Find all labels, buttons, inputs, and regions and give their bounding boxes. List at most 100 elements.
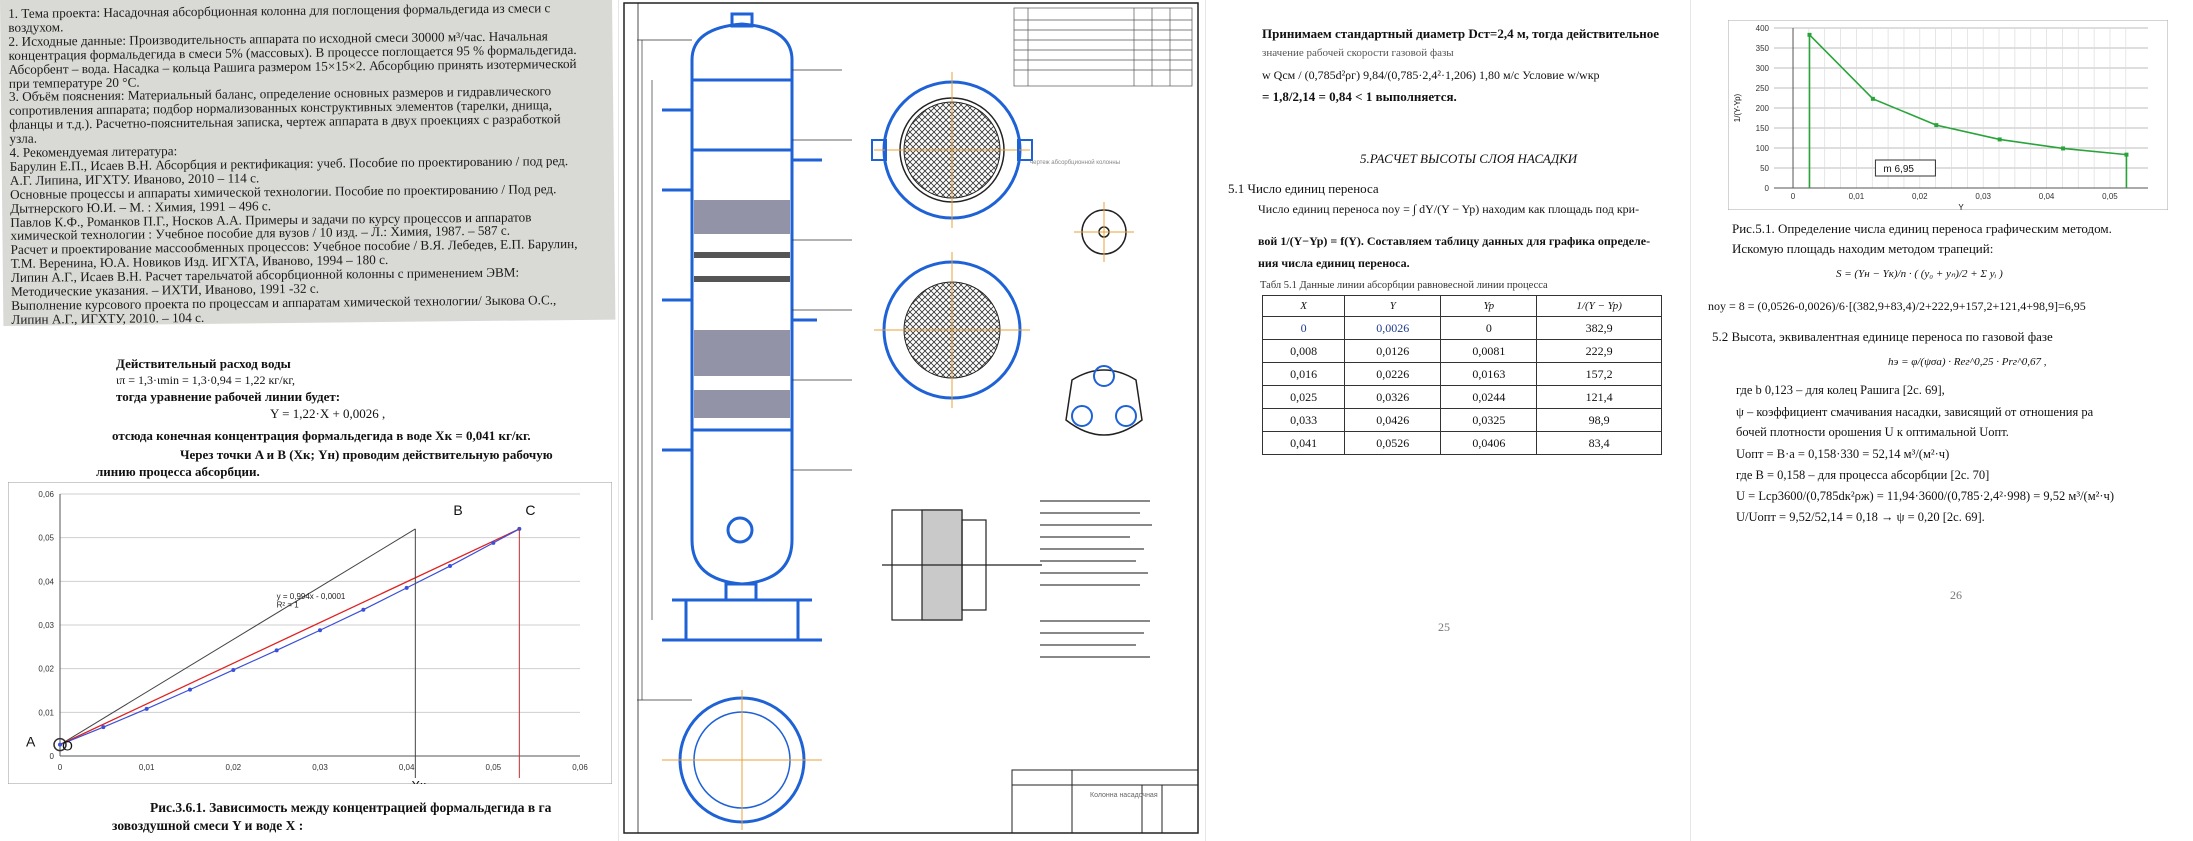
table-row: 0,033 0,0426 0,0325 98,9 [1261,408,1662,432]
section-heading: 5.РАСЧЕТ ВЫСОТЫ СЛОЯ НАСАДКИ [1360,151,1578,166]
chart-frame [8,482,612,784]
y-tick-label: 0,05 [38,534,54,543]
curve-point [1934,123,1939,128]
table-cell: 0,041 [1261,431,1346,455]
subsection-heading: 5.2 Высота, эквивалентная единице перено… [1712,329,2053,344]
curve-point [1870,96,1875,101]
table-row: 0,008 0,0126 0,0081 222,9 [1261,339,1662,363]
y-tick-label: 300 [1756,64,1770,73]
table-cell: 98,9 [1536,408,1662,432]
point-A-marker [53,737,67,752]
table-header: X [1261,295,1346,317]
equilibrium-point [144,706,149,711]
equilibrium-point [491,540,496,545]
drawing-label: чертеж абсорбционной колонны [1030,160,1121,166]
y-axis-label: 1/(Y-Yp) [1733,93,1742,122]
x-tick-label: 0,04 [399,763,415,772]
transfer-units-table: X Y Yp 1/(Y − Yp) 0 0,0026 0 382,9 0,008… [1261,295,1662,455]
trendline-equation: y = 0,994x - 0,0001 [277,592,346,601]
scan-line: 1. Тема проекта: Насадочная абсорбционна… [8,0,551,21]
y-tick-label: 250 [1756,84,1770,93]
curve-line [1808,34,2127,156]
column-drawing [623,2,1199,834]
curve-point [2061,146,2066,151]
x-axis-label: Y [1958,203,1964,210]
x-tick-label: 0,02 [226,763,242,772]
equilibrium-point [101,725,106,730]
label-xmax: Xмах [535,782,567,784]
x-tick-label: 0,03 [1975,192,1991,201]
y-tick-label: 50 [1760,164,1769,173]
equilibrium-point [274,648,279,653]
table-cell: 0,025 [1261,385,1346,409]
trapezoid-formula: S = (Yн − Yк)/n · ( (y₀ + yₙ)/2 + Σ yᵢ ) [1836,268,2003,280]
height-formula: hэ = φ/(ψσa) · Reг^0,25 · Prг^0,67 , [1888,356,2047,368]
table-cell: 0 [1440,316,1538,340]
label-O: O [62,738,73,754]
text-line: ния числа единиц переноса. [1258,256,1410,270]
table-cell: 0,0026 [1344,316,1442,340]
text-line: отсюда конечная концентрация формальдеги… [112,428,531,443]
scanned-assignment: 1. Тема проекта: Насадочная абсорбционна… [0,0,616,326]
table-header: 1/(Y − Yp) [1536,295,1662,317]
x-tick-label: 0,05 [2102,192,2118,201]
y-tick-label: 0,02 [38,665,54,674]
text-line: Через точки A и B (Xк; Yн) проводим дейс… [180,447,553,462]
x-tick-label: 0,02 [1912,192,1928,201]
table-cell: 121,4 [1536,385,1662,409]
curve-point [1997,137,2002,142]
y-tick-label: 0,03 [38,621,54,630]
figure-caption: Рис.3.6.1. Зависимость между концентраци… [150,800,552,815]
figure-caption-cont: зовоздушной смеси Y и воде X : [112,818,304,833]
y-tick-label: 150 [1756,124,1770,133]
table-cell: 157,2 [1536,362,1662,386]
text-line: ψ – коэффициент смачивания насадки, зави… [1736,405,2094,419]
working-line-min [59,528,520,746]
text-line: где B = 0,158 – для процесса абсорбции [… [1736,468,1990,482]
equilibrium-point [231,667,236,672]
working-line-equation: Y = 1,22·X + 0,0026 , [270,406,386,421]
x-tick-label: 0,03 [312,763,328,772]
text-line: где b 0,123 – для колец Рашига [2c. 69], [1736,383,1945,397]
text-line: U/Uопт = 9,52/52,14 = 0,18 → ψ = 0,20 [2… [1736,510,1985,524]
y-tick-label: 0,04 [38,577,54,586]
y-tick-label: 0,06 [38,490,54,499]
x-tick-label: 0,04 [2039,192,2055,201]
text-line: значение рабочей скорости газовой фазы [1262,47,1454,59]
table-row: 0,025 0,0326 0,0244 121,4 [1261,385,1662,409]
y-tick-label: 350 [1756,44,1770,53]
working-line-actual [59,528,416,746]
table-caption: Табл 5.1 Данные линии абсорбции равновес… [1260,280,1548,291]
text-line: линию процесса абсорбции. [96,464,260,479]
chart-frame [1728,20,2168,210]
velocity-formula: w Qсм / (0,785d²ρг) 9,84/(0,785·2,4²·1,2… [1262,68,1600,82]
x-tick-label: 0,06 [572,763,588,772]
water-flow-heading: Действительный расход воды [116,356,291,371]
table-cell: 0,0126 [1344,339,1442,363]
table-cell: 382,9 [1536,316,1662,340]
table-row: 0 0,0026 0 382,9 [1261,316,1662,340]
drawing-title-block: Колонна насадочная [1090,792,1158,799]
subsection-heading: 5.1 Число единиц переноса [1228,181,1379,196]
text-line: U = Lср3600/(0,785dк²ρж) = 11,94·3600/(0… [1736,489,2114,503]
table-row: 0,041 0,0526 0,0406 83,4 [1261,431,1662,455]
table-header: Y [1344,295,1442,317]
table-cell: 0,0226 [1344,362,1442,386]
table-cell: 0,0325 [1440,408,1538,432]
text-line: Принимаем стандартный диаметр Dст=2,4 м,… [1262,26,1660,41]
table-row: 0,016 0,0226 0,0163 157,2 [1261,362,1662,386]
equilibrium-point [448,564,452,569]
table-cell: 0,016 [1261,362,1346,386]
text-line: Число единиц переноса noy = ∫ dY/(Y − Yp… [1258,202,1640,216]
scan-line: Липин А.Г., ИГХТУ, 2010. – 104 с. [11,309,205,326]
table-cell: 222,9 [1536,339,1662,363]
y-tick-label: 200 [1756,104,1770,113]
label-B: B [453,502,462,518]
table-cell: 0 [1261,316,1346,340]
table-cell: 0,008 [1261,339,1346,363]
table-cell: 0,0081 [1440,339,1538,363]
equilibrium-point [318,628,322,633]
y-tick-label: 100 [1756,144,1770,153]
